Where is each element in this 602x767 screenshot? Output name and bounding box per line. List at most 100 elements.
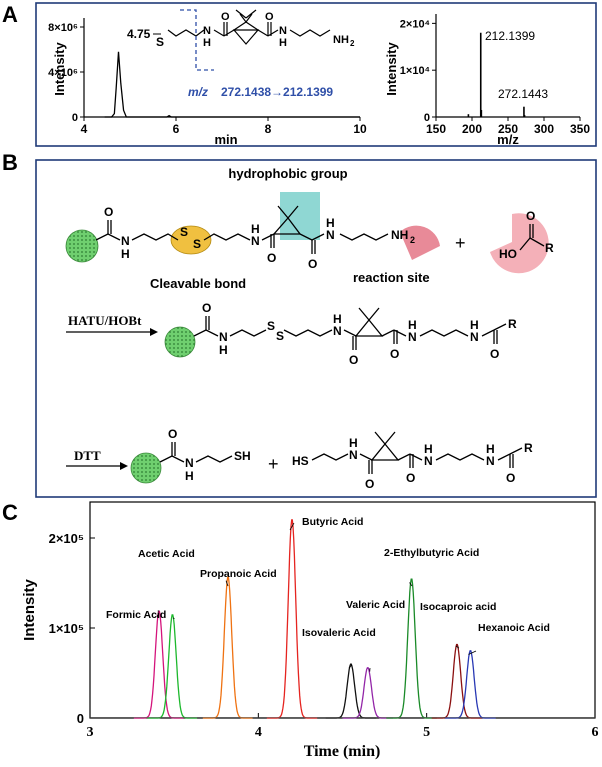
r3-n1: N — [185, 456, 194, 470]
r1-n2: N — [251, 234, 260, 248]
r2-n3: N — [408, 330, 417, 344]
panel-letter-c: C — [2, 500, 18, 525]
frag-s-atom: S — [156, 35, 164, 49]
acid-o: O — [526, 209, 535, 223]
r3-h2: H — [349, 436, 358, 450]
acid-pacman-shape — [490, 213, 549, 274]
r1-s1: S — [180, 225, 188, 239]
chrom-x-tick-label: 10 — [353, 122, 367, 136]
fragment-structure — [167, 9, 331, 45]
r2-o1: O — [202, 301, 211, 315]
r3-h4: H — [486, 442, 495, 456]
panel-a-frame — [35, 2, 597, 147]
r2-h3: H — [408, 318, 417, 332]
trace-propanoic-acid — [202, 576, 253, 719]
r1-n1: N — [121, 234, 130, 248]
row1-bonds — [95, 205, 389, 254]
series-label-leader — [172, 617, 175, 619]
panel-b-frame — [35, 159, 597, 498]
r2-h1: H — [219, 343, 228, 357]
r2-o3: O — [390, 347, 399, 361]
chart-c-y-tick-label: 2×10⁵ — [49, 531, 84, 546]
series-label-leader — [468, 650, 477, 655]
trace-2-ethylbutyric-acid — [386, 578, 437, 719]
r1-h2: H — [251, 222, 260, 236]
ms-x-tick-label: 350 — [570, 122, 590, 136]
frag-o1: O — [221, 11, 230, 23]
bead-icon-2 — [164, 326, 196, 358]
frag-nh-sub: 2 — [350, 39, 355, 48]
frag-o2: O — [265, 11, 274, 23]
chrom-ylabel: Intensity — [52, 42, 67, 96]
acid-ho: HO — [499, 247, 517, 261]
series-label-leader — [348, 664, 353, 669]
ms-label-272: 272.1443 — [498, 87, 548, 101]
r1-nh2-sub: 2 — [410, 235, 415, 245]
r3-plus: + — [268, 454, 279, 474]
r3-h3: H — [424, 442, 433, 456]
arrow-1-head — [150, 328, 158, 336]
r2-n1: N — [219, 330, 228, 344]
ms-x-tick-label: 300 — [534, 122, 554, 136]
r3-o1: O — [168, 427, 177, 441]
series-label: Isocaproic acid — [420, 601, 496, 613]
reagent-dtt: DTT — [74, 448, 101, 463]
r2-o2: O — [349, 353, 358, 367]
frag-h1: H — [203, 37, 211, 49]
series-label: Butyric Acid — [302, 516, 363, 528]
r3-n4: N — [486, 454, 495, 468]
r1-o3: O — [308, 257, 317, 271]
frag-n2: N — [279, 25, 287, 37]
r2-n2: N — [333, 324, 342, 338]
chrom-y-tick-label: 0 — [72, 112, 78, 124]
ms-x-tick-label: 200 — [462, 122, 482, 136]
panel-b: hydrophobic group O N H S S N H O O N H … — [35, 159, 597, 498]
hydrophobic-label: hydrophobic group — [228, 166, 347, 181]
mz-label: m/z — [188, 85, 208, 99]
r2-s1: S — [267, 319, 275, 333]
ms-y-tick-label: 1×10⁴ — [400, 65, 430, 77]
row2-bonds — [193, 307, 507, 350]
r1-h1: H — [121, 247, 130, 261]
r3-sh: SH — [234, 449, 251, 463]
chart-c-x-tick-label: 5 — [423, 725, 430, 740]
mz-value: 272.1438→212.1399 — [221, 85, 333, 99]
acid-bonds — [519, 224, 545, 251]
chart-c-ylabel: Intensity — [21, 579, 38, 641]
chart-c-xlabel: Time (min) — [304, 743, 381, 760]
series-label: Isovaleric Acid — [302, 627, 376, 639]
frag-h2: H — [279, 37, 287, 49]
trace-butyric-acid — [266, 519, 318, 719]
r3-h1: H — [185, 469, 194, 483]
ms-label-212: 212.1399 — [485, 29, 535, 43]
chrom-x-tick-label: 8 — [265, 122, 272, 136]
reaction-site-label: reaction site — [353, 270, 430, 285]
reagent-hatu: HATU/HOBt — [68, 313, 142, 328]
arrow-2-head — [120, 462, 128, 470]
r3-n3: N — [424, 454, 433, 468]
r1-nh2: NH — [391, 228, 408, 242]
acid-r: R — [545, 241, 554, 255]
ms-x-tick-label: 150 — [426, 122, 446, 136]
series-label: 2-Ethylbutyric Acid — [384, 547, 479, 559]
chart-c-y-tick-label: 1×10⁵ — [49, 621, 84, 636]
chart-c-x-tick-label: 6 — [592, 725, 599, 740]
frag-nh: NH — [333, 34, 349, 46]
chrom-trace — [104, 51, 360, 118]
chart-c-x-tick-label: 4 — [255, 725, 262, 740]
r1-s2: S — [193, 237, 201, 251]
series-label: Valeric Acid — [346, 599, 405, 611]
trace-isocaproic-acid — [431, 643, 483, 719]
cleavable-label: Cleavable bond — [150, 276, 246, 291]
r2-h2: H — [333, 312, 342, 326]
series-label-leader — [409, 582, 413, 587]
ms-x-tick-label: 250 — [498, 122, 518, 136]
cleavable-ellipse — [170, 225, 212, 255]
series-label: Acetic Acid — [138, 548, 195, 560]
chrom-xlabel: min — [214, 132, 237, 147]
chrom-x-tick-label: 4 — [81, 122, 88, 136]
trace-hexanoic-acid — [445, 650, 496, 719]
ms-y-tick-label: 0 — [424, 112, 430, 124]
